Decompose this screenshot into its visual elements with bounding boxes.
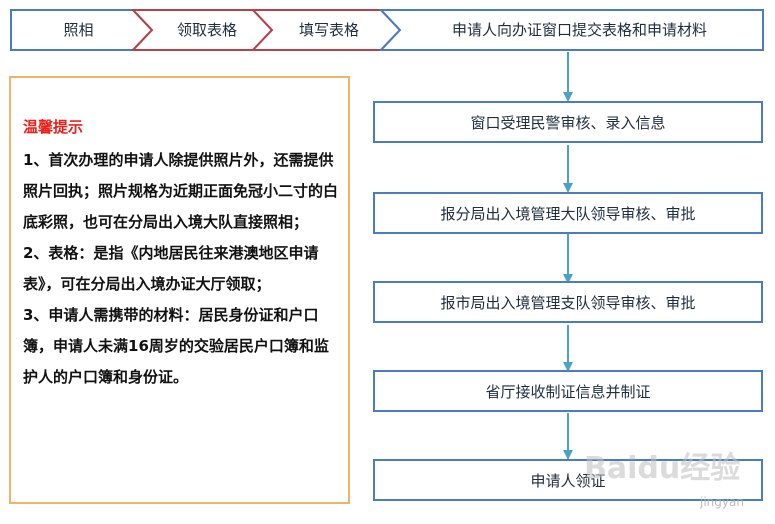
tip-item-1: 1、首次办理的申请人除提供照片外，还需提供照片回执；照片规格为近期正面免冠小二寸… [23, 151, 339, 231]
chevron-label-fill-form: 填写表格 [298, 21, 359, 39]
chevron-submit [378, 9, 764, 51]
flow-step-3: 报市局出入境管理支队领导审核、审批 [373, 281, 763, 323]
top-chevron-bar [10, 9, 764, 51]
tips-panel: 温馨提示 1、首次办理的申请人除提供照片外，还需提供照片回执；照片规格为近期正面… [9, 76, 350, 504]
tips-title: 温馨提示 [23, 118, 84, 136]
chevron-label-get-form: 领取表格 [176, 21, 237, 39]
watermark-site: jingyan [700, 495, 744, 509]
tip-item-2: 2、表格：是指《内地居民往来港澳地区申请表》，可在分局出入境办证大厅领取； [23, 244, 319, 293]
chevron-label-photo: 照相 [63, 21, 94, 39]
tip-item-3: 3、申请人需携带的材料：居民身份证和户口簿，申请人未满16周岁的交验居民户口簿和… [23, 306, 329, 386]
baidu-watermark: Baidu经验 [584, 451, 741, 486]
flow-step-1: 窗口受理民警审核、录入信息 [373, 101, 763, 143]
flow-step-4: 省厅接收制证信息并制证 [373, 370, 763, 412]
flow-step-2: 报分局出入境管理大队领导审核、审批 [373, 192, 763, 234]
flow-step-5: 申请人领证 [373, 459, 763, 501]
chevron-label-submit: 申请人向办证窗口提交表格和申请材料 [451, 21, 707, 39]
